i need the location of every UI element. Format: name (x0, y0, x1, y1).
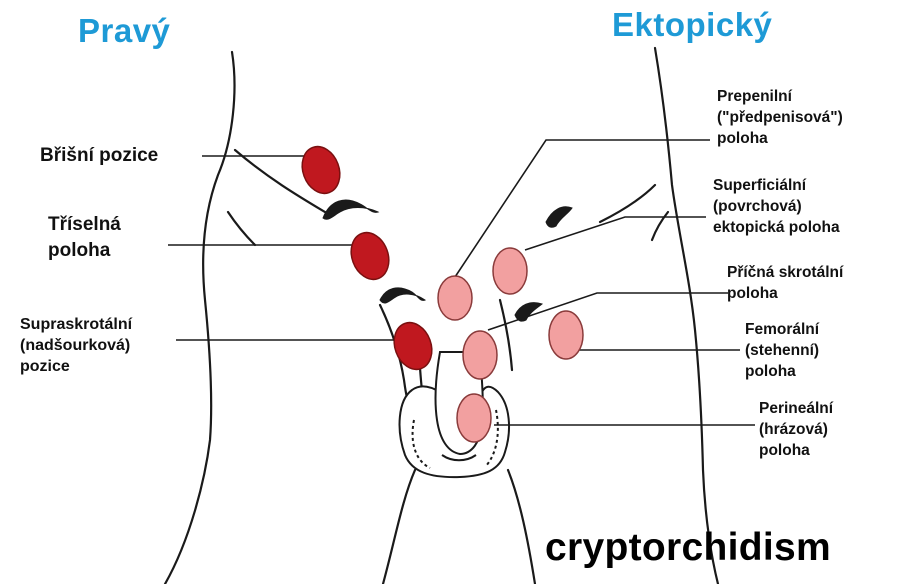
heading-retained: Pravý (78, 12, 170, 50)
body-outline (165, 48, 718, 584)
testis-femoral (549, 311, 583, 359)
diagram-caption: cryptorchidism (545, 526, 831, 570)
testis-prepenile (438, 276, 472, 320)
testis-superficial (493, 248, 527, 294)
heading-ectopic: Ektopický (612, 6, 772, 44)
ectopic-positions (438, 248, 583, 442)
leader-prepenile (455, 140, 710, 277)
label-suprascrotal: Supraskrotální (nadšourková) pozice (20, 314, 132, 377)
label-femoral: Femorální (stehenní) poloha (745, 319, 819, 382)
label-superficial: Superficiální (povrchová) ektopická polo… (713, 175, 840, 238)
testis-transverse (463, 331, 497, 379)
label-transverse: Příčná skrotální poloha (727, 262, 843, 304)
label-perineal: Perineální (hrázová) poloha (759, 398, 833, 461)
label-abdominal: Břišní pozice (40, 143, 158, 169)
label-inguinal: Tříselná poloha (48, 212, 121, 264)
testis-abdominal (296, 141, 346, 198)
testis-suprascrotal (388, 317, 438, 374)
testis-inguinal (345, 227, 395, 284)
testis-perineal (457, 394, 491, 442)
label-prepenile: Prepenilní ("předpenisová") poloha (717, 86, 843, 149)
